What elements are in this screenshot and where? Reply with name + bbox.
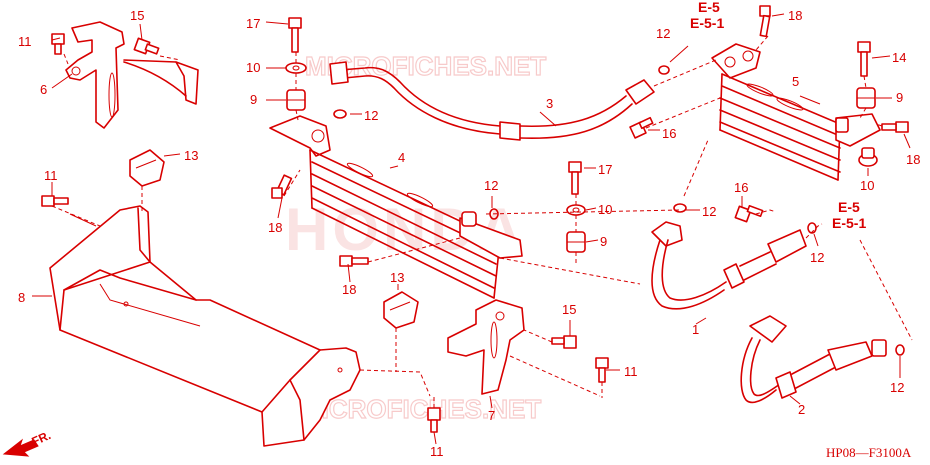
- callout-13-a: 13: [184, 148, 198, 163]
- bolt-11-b: [41, 195, 69, 207]
- callout-14: 14: [892, 50, 906, 65]
- callout-5: 5: [792, 74, 799, 89]
- hose-1: [651, 221, 807, 310]
- reference-right-line1: E-5: [838, 199, 860, 215]
- callout-12-a: 12: [364, 108, 378, 123]
- reference-top-line2: E-5-1: [690, 15, 724, 31]
- grommet-9-c: [856, 87, 876, 109]
- callout-16-b: 16: [734, 180, 748, 195]
- callout-4: 4: [398, 150, 405, 165]
- grommet-13-b: [383, 291, 419, 329]
- reference-right: E-5 E-5-1: [832, 199, 866, 231]
- washer-12-d: [673, 203, 687, 213]
- washer-10-a: [285, 62, 307, 74]
- reference-top: E-5 E-5-1: [690, 0, 724, 31]
- callout-15-a: 15: [130, 8, 144, 23]
- bolt-14: [857, 41, 871, 77]
- reference-right-line2: E-5-1: [832, 215, 866, 231]
- callout-9-b: 9: [896, 90, 903, 105]
- grommet-9-a: [286, 89, 306, 111]
- bolt-11-a: [51, 33, 65, 55]
- bracket-6: [65, 21, 199, 129]
- bolt-17-a: [288, 17, 302, 53]
- front-direction-label: FR.: [30, 428, 53, 449]
- guard-8: [49, 205, 361, 447]
- bolt-11-c: [595, 357, 609, 383]
- bolt-16-a: [629, 116, 654, 139]
- callout-17-b: 17: [598, 162, 612, 177]
- washer-10-b: [566, 204, 586, 216]
- callout-10-b: 10: [860, 178, 874, 193]
- washer-10-c: [858, 147, 878, 167]
- watermark-site-bottom: MICROFICHES.NET: [300, 394, 541, 424]
- callout-12-b: 12: [656, 26, 670, 41]
- washer-12-f: [895, 344, 905, 356]
- bolt-15-b: [551, 335, 577, 349]
- grommet-13-a: [129, 149, 165, 187]
- oil-cooler-4: [269, 115, 523, 299]
- bolt-18-c: [759, 5, 771, 38]
- callout-18-c: 18: [268, 220, 282, 235]
- callout-labels: 15 11 6 17 10 9 12 3 12 18 14 5 9 18 10 …: [18, 8, 920, 459]
- washer-12-b: [658, 65, 670, 75]
- oil-cooler-5: [711, 43, 881, 181]
- callout-3: 3: [546, 96, 553, 111]
- callout-12-d: 12: [702, 204, 716, 219]
- reference-top-line1: E-5: [698, 0, 720, 15]
- callout-11-d: 11: [430, 444, 444, 459]
- callout-10-c: 10: [598, 202, 612, 217]
- callout-2: 2: [798, 402, 805, 417]
- bolt-18-d: [881, 121, 909, 133]
- callout-18-b: 18: [906, 152, 920, 167]
- callout-10-a: 10: [246, 60, 260, 75]
- callout-18-d: 18: [342, 282, 356, 297]
- callout-1: 1: [692, 322, 699, 337]
- callout-12-c: 12: [484, 178, 498, 193]
- callout-12-e: 12: [810, 250, 824, 265]
- callout-9-c: 9: [600, 234, 607, 249]
- callout-17-a: 17: [246, 16, 260, 31]
- bolt-18-b: [339, 255, 369, 267]
- callout-15-b: 15: [562, 302, 576, 317]
- diagram-code: HP08—F3100A: [826, 445, 912, 460]
- callout-12-f: 12: [890, 380, 904, 395]
- bolt-18-a: [271, 174, 293, 199]
- callout-11-b: 11: [44, 168, 58, 183]
- callout-8: 8: [18, 290, 25, 305]
- leader-lines: [32, 13, 911, 445]
- dashed-lines: [51, 35, 913, 408]
- callout-13-b: 13: [390, 270, 404, 285]
- bracket-7: [447, 299, 525, 395]
- callout-18-a: 18: [788, 8, 802, 23]
- hose-3: [329, 61, 655, 141]
- callout-11-a: 11: [18, 34, 32, 49]
- washer-12-a: [333, 109, 347, 119]
- front-direction-arrow: FR.: [2, 428, 53, 457]
- bolt-17-b: [568, 161, 582, 195]
- callout-11-c: 11: [624, 364, 638, 379]
- callout-9-a: 9: [250, 92, 257, 107]
- callout-7: 7: [488, 408, 495, 423]
- bolt-15-a: [133, 37, 160, 55]
- callout-16-a: 16: [662, 126, 676, 141]
- bolt-11-d: [427, 407, 441, 433]
- grommet-9-b: [566, 231, 586, 253]
- hose-2: [740, 315, 887, 404]
- callout-6: 6: [40, 82, 47, 97]
